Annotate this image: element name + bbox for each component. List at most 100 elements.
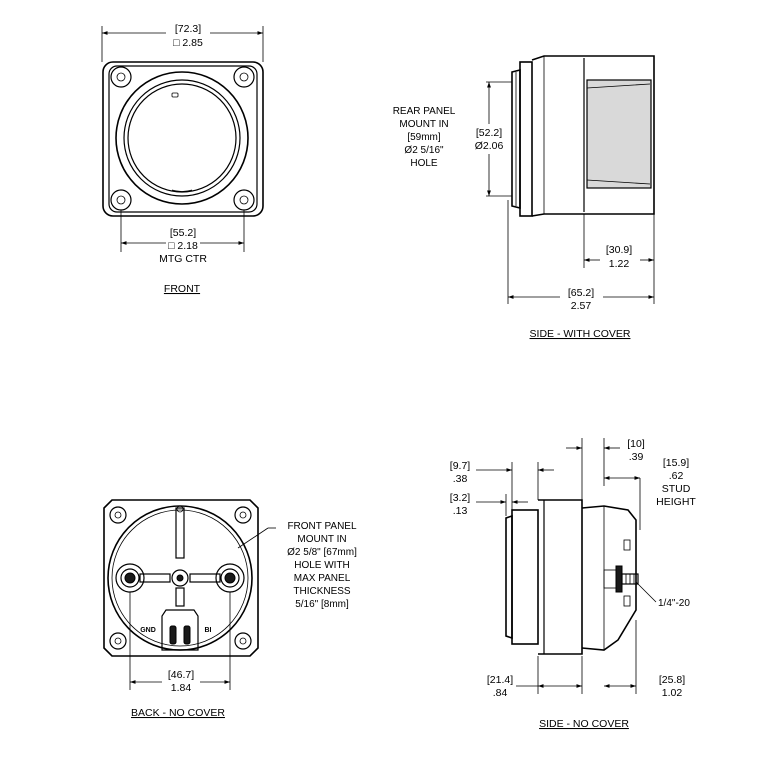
cover-in: 1.22 — [609, 258, 630, 270]
front-width-mm: [72.3] — [175, 23, 201, 35]
back-view: GND BI FRONT PANEL MOUNT IN Ø2 5/8" [67m… — [103, 499, 357, 719]
cover-window-edge — [586, 83, 651, 185]
mount-hole — [109, 506, 127, 524]
side-nocover-title: SIDE - NO COVER — [539, 718, 629, 730]
mount-hole — [233, 189, 255, 211]
d1-in: .38 — [453, 473, 468, 485]
front-panel-note-line: 5/16" [8mm] — [295, 599, 349, 610]
side-with-cover-view: REAR PANEL MOUNT IN [59mm] Ø2 5/16" HOLE… — [393, 55, 655, 340]
terminal-gnd-label: GND — [140, 627, 156, 634]
front-panel-note-line: MOUNT IN — [297, 534, 346, 545]
switch-body-outline — [102, 61, 264, 217]
d4-in: .84 — [493, 687, 508, 699]
rib-dot — [176, 505, 184, 513]
d5-in: 1.02 — [662, 687, 683, 699]
stud-nut-right — [220, 568, 240, 588]
mount-hole-center — [114, 511, 122, 519]
d4-mm: [21.4] — [487, 674, 513, 686]
housing-detail — [623, 539, 631, 551]
knob-outer-ring — [115, 71, 249, 205]
knob-detail — [171, 189, 193, 192]
front-mtg-label: MTG CTR — [159, 253, 207, 265]
d5-mm: [25.8] — [659, 674, 685, 686]
rib — [175, 507, 185, 559]
rib — [139, 573, 171, 583]
stud-spacing-in: 1.84 — [171, 682, 192, 694]
leader-line — [635, 581, 657, 603]
front-panel-note-line: MAX PANEL — [294, 573, 351, 584]
dia-in: Ø2.06 — [475, 140, 504, 152]
rear-panel-note-line: Ø2 5/16" — [404, 145, 444, 156]
front-view-title: FRONT — [164, 283, 201, 295]
mount-hole-center — [116, 195, 126, 205]
center-boss — [171, 569, 189, 587]
front-width-in: □ 2.85 — [173, 37, 203, 49]
connector-pin — [183, 625, 191, 645]
cover-body — [531, 55, 655, 217]
mount-hole-center — [239, 195, 249, 205]
d2-mm: [3.2] — [450, 492, 471, 504]
stud-height-mm: [15.9] — [663, 457, 689, 469]
center-pin — [176, 574, 184, 582]
total-in: 2.57 — [571, 300, 592, 312]
rear-panel-note-line: [59mm] — [407, 132, 441, 143]
stud-height-in: .62 — [669, 470, 684, 482]
front-mtg-in: □ 2.18 — [168, 240, 198, 252]
back-view-title: BACK - NO COVER — [131, 707, 225, 719]
flange — [519, 61, 533, 217]
stud-nut — [615, 565, 623, 593]
rear-panel-note-line: MOUNT IN — [399, 119, 448, 130]
mount-hole — [110, 189, 132, 211]
stud-left — [124, 572, 136, 584]
rib — [175, 587, 185, 607]
d3-in: .39 — [629, 451, 644, 463]
mount-hole-center — [239, 637, 247, 645]
front-panel-note-line: HOLE WITH — [294, 560, 350, 571]
connector-housing — [161, 609, 199, 651]
flange — [511, 509, 539, 645]
rear-housing — [581, 505, 637, 651]
thread-label: 1/4"-20 — [658, 598, 690, 609]
stud-nut-left — [120, 568, 140, 588]
cover-mm: [30.9] — [606, 244, 632, 256]
total-mm: [65.2] — [568, 287, 594, 299]
knob-ring — [123, 79, 241, 197]
front-panel-note-line: FRONT PANEL — [287, 521, 357, 532]
terminal-bi-label: BI — [205, 627, 212, 634]
stud-right — [224, 572, 236, 584]
dia-mm: [52.2] — [476, 127, 502, 139]
front-panel-note-line: THICKNESS — [293, 586, 351, 597]
housing-detail — [623, 595, 631, 607]
rear-panel-note-line: HOLE — [410, 158, 438, 169]
cover-window — [586, 79, 652, 189]
d2-in: .13 — [453, 505, 468, 517]
bezel — [505, 514, 513, 640]
side-no-cover-view: [9.7] .38 [3.2] .13 [10] .39 [15.9] .62 … — [450, 438, 696, 730]
rear-panel-note-line: REAR PANEL — [393, 106, 456, 117]
mount-hole — [234, 506, 252, 524]
connector-pin — [169, 625, 177, 645]
knob-indicator — [171, 92, 179, 98]
mount-hole — [110, 66, 132, 88]
d3-mm: [10] — [627, 438, 645, 450]
mount-hole — [109, 632, 127, 650]
front-panel-note-line: Ø2 5/8" [67mm] — [287, 547, 357, 558]
switch-body-inner — [108, 65, 258, 213]
switch-body — [538, 499, 583, 655]
back-body-inner — [111, 509, 249, 647]
leader-line — [237, 527, 269, 549]
side-cover-title: SIDE - WITH COVER — [530, 328, 631, 340]
stud-height-label: STUD — [662, 483, 691, 495]
mount-hole-center — [116, 72, 126, 82]
mount-hole-center — [239, 511, 247, 519]
knob-face — [127, 83, 237, 193]
mount-hole-center — [239, 72, 249, 82]
stud-spacing-mm: [46.7] — [168, 669, 194, 681]
front-mtg-mm: [55.2] — [170, 227, 196, 239]
stud-height-label: HEIGHT — [656, 496, 696, 508]
rib — [189, 573, 221, 583]
d1-mm: [9.7] — [450, 460, 471, 472]
mount-hole — [234, 632, 252, 650]
front-view: [72.3] □ 2.85 [55.2] □ 2.18 MTG CTR FRON… — [101, 23, 264, 295]
mount-hole — [233, 66, 255, 88]
